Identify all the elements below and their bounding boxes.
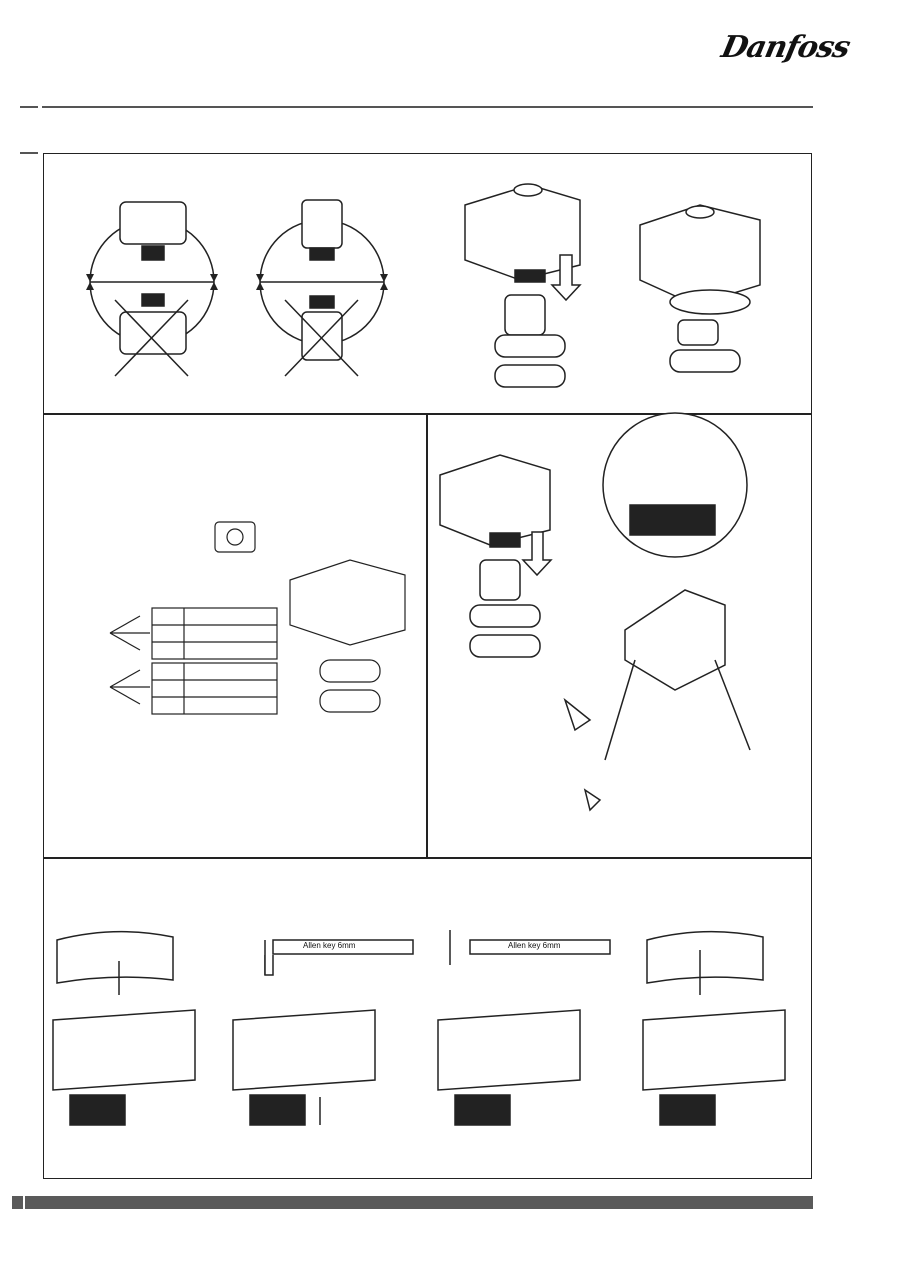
divider	[426, 413, 428, 858]
header-rule-tick	[20, 106, 38, 108]
allen-key-label: Allen key 6mm	[303, 941, 356, 950]
allen-key-label: Allen key 6mm	[508, 941, 561, 950]
manual-override-steps: Allen key 6mm Allen key 6mm	[45, 925, 810, 1130]
mounting-diagram	[464, 183, 761, 388]
divider	[43, 413, 812, 415]
section-tick	[20, 152, 38, 154]
footer-bar	[25, 1196, 813, 1209]
header-rule	[42, 106, 813, 108]
illustration-frame	[43, 153, 812, 1179]
removal-diagram	[439, 412, 751, 812]
orientation-diagram	[86, 199, 388, 377]
danfoss-logo: Danfoss	[718, 30, 853, 65]
wiring-diagram	[109, 521, 406, 715]
divider	[43, 857, 812, 859]
footer-page-marker	[12, 1196, 23, 1209]
